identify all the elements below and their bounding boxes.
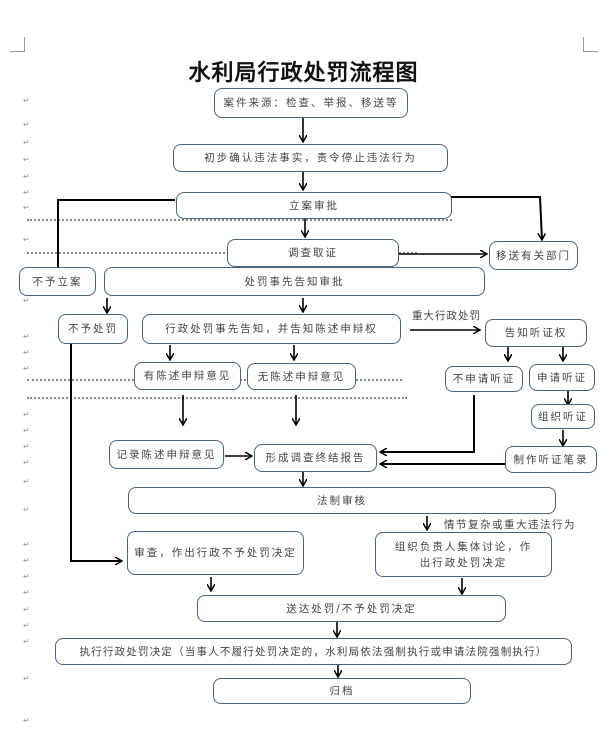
paragraph-mark: ↵ [23,716,30,725]
paragraph-mark: ↵ [23,138,30,147]
paragraph-mark: ↵ [23,120,30,129]
paragraph-mark: ↵ [23,458,30,467]
paragraph-mark: ↵ [23,235,30,244]
paragraph-mark: ↵ [23,442,30,451]
paragraph-mark: ↵ [23,426,30,435]
arrow-no-penalty-to-review [70,343,122,561]
edge-label-major-penalty: 重大行政处罚 [412,310,481,322]
paragraph-mark: ↵ [23,621,30,630]
node-filing-approval: 立案审批 [176,192,452,219]
node-no-defense: 无陈述申辩意见 [247,363,356,390]
crop-mark-top-right [583,37,598,52]
paragraph-mark: ↵ [23,296,30,305]
node-collective-discussion: 组织负责人集体讨论，作出行政处罚决定 [375,532,552,577]
crop-mark-top-left [10,37,25,52]
node-execute: 执行行政处罚决定（当事人不履行处罚决定的，水利局依法强制执行或申请法院强制执行） [55,638,572,665]
paragraph-mark: ↵ [23,674,30,683]
node-apply-hearing: 申请听证 [529,364,595,391]
node-deliver: 送达处罚/不予处罚决定 [197,595,506,622]
paragraph-mark: ↵ [23,188,30,197]
paragraph-mark: ↵ [23,96,30,105]
paragraph-mark: ↵ [23,203,30,212]
paragraph-mark: ↵ [23,505,30,514]
node-no-filing: 不予立案 [19,267,96,296]
node-prior-notice: 行政处罚事先告知，并告知陈述申辩权 [142,314,401,344]
arrow-filing-to-transfer [450,196,542,240]
node-final-report: 形成调查终结报告 [254,444,377,472]
paragraph-mark: ↵ [23,410,30,419]
node-no-penalty: 不予处罚 [58,314,128,344]
paragraph-mark: ↵ [23,605,30,614]
edge-label-complex-case: 情节复杂或重大违法行为 [444,519,576,531]
page-title: 水利局行政处罚流程图 [188,60,419,86]
paragraph-mark: ↵ [23,572,30,581]
node-has-defense: 有陈述申辩意见 [134,362,241,390]
paragraph-mark: ↵ [23,348,30,357]
node-review-no-penalty: 审查，作出行政不予处罚决定 [127,531,304,575]
node-record-defense: 记录陈述申辩意见 [109,440,224,469]
arrow-no-hearing-to-report [380,395,475,452]
dotted-line [27,397,407,399]
node-transfer: 移送有关部门 [489,241,578,270]
paragraph-mark: ↵ [23,588,30,597]
node-archive: 归档 [213,678,471,704]
node-legal-review: 法制审核 [128,487,556,514]
node-preliminary: 初步确认违法事实，责令停止违法行为 [173,144,448,172]
paragraph-mark: ↵ [23,172,30,181]
dotted-line [27,219,452,221]
node-investigation: 调查取证 [227,239,399,267]
paragraph-mark: ↵ [23,332,30,341]
node-prior-notice-approval: 处罚事先告知审批 [104,267,485,296]
node-case-source: 案件来源：检查、举报、移送等 [214,88,408,118]
paragraph-mark: ↵ [23,477,30,486]
paragraph-mark: ↵ [23,556,30,565]
paragraph-mark: ↵ [23,540,30,549]
paragraph-mark: ↵ [23,364,30,373]
paragraph-mark: ↵ [23,155,30,164]
dotted-line [27,252,417,254]
node-hearing-record: 制作听证笔录 [505,446,597,473]
arrow-filing-to-no-filing [58,199,175,283]
node-no-hearing: 不申请听证 [445,366,523,392]
node-hearing-right: 告知听证权 [485,319,587,347]
paragraph-mark: ↵ [23,637,30,646]
node-organize-hearing: 组织听证 [531,404,595,429]
